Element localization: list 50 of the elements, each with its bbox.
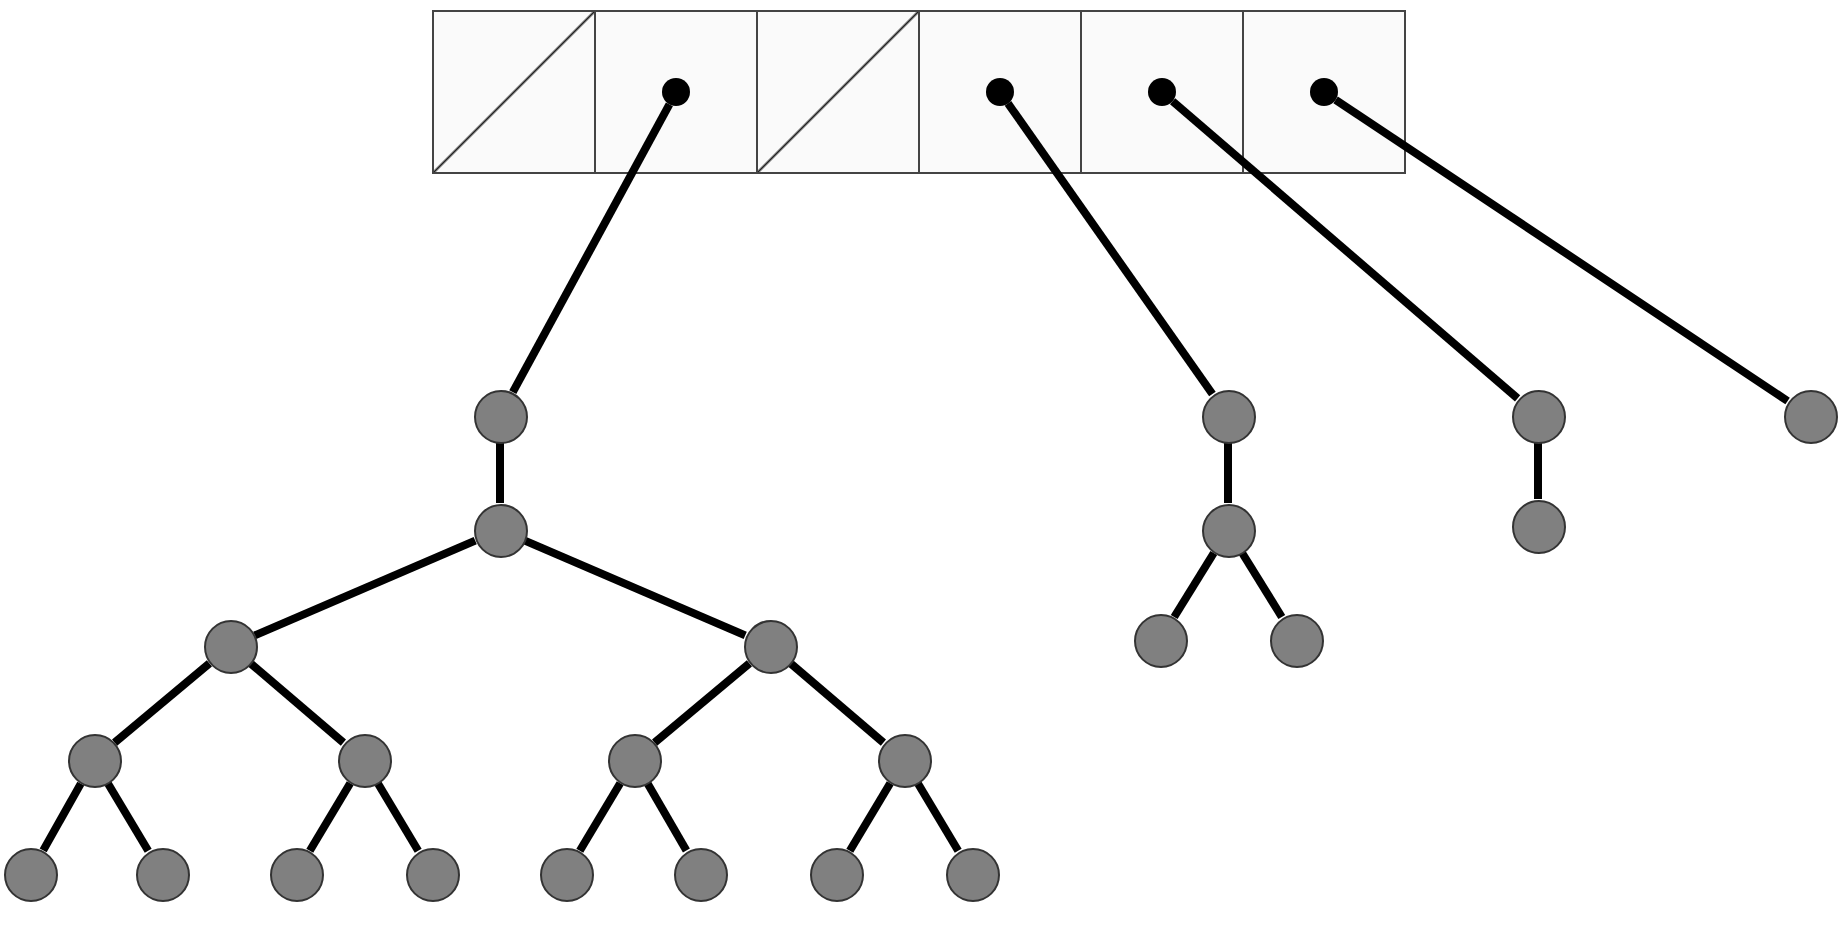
tree-node <box>743 619 797 673</box>
tree-node <box>1269 613 1323 667</box>
tree-node <box>673 847 727 901</box>
tree-edge <box>104 781 152 853</box>
tree-edge <box>253 536 477 640</box>
tree-node <box>607 733 661 787</box>
pointer-dot <box>1147 77 1175 105</box>
tree-edge <box>1238 550 1286 620</box>
tree-node <box>1783 389 1837 443</box>
tree-edge <box>644 781 690 853</box>
tree-node <box>405 847 459 901</box>
tree-edge <box>1534 443 1542 499</box>
array-slot <box>1080 10 1244 174</box>
tree-node <box>1201 503 1255 557</box>
tree-node <box>135 847 189 901</box>
tree-node <box>1511 499 1565 553</box>
tree-node <box>877 733 931 787</box>
tree-node <box>337 733 391 787</box>
tree-edge <box>39 781 85 853</box>
array-slot <box>1242 10 1406 174</box>
tree-edge <box>306 781 354 853</box>
tree-edge <box>1170 550 1218 620</box>
tree-node <box>269 847 323 901</box>
tree-node <box>473 389 527 443</box>
tree-node <box>67 733 121 787</box>
tree-edge <box>914 781 962 853</box>
tree-node <box>945 847 999 901</box>
tree-node <box>1133 613 1187 667</box>
tree-node <box>809 847 863 901</box>
tree-edge <box>788 660 886 746</box>
pointer-dot <box>1309 77 1337 105</box>
tree-node <box>539 847 593 901</box>
tree-edge <box>374 781 422 853</box>
tree-node <box>1201 389 1255 443</box>
pointer-dot <box>985 77 1013 105</box>
tree-node <box>3 847 57 901</box>
pointer-dot <box>661 77 689 105</box>
tree-edge <box>1224 443 1232 503</box>
tree-edge <box>523 536 747 640</box>
tree-node <box>473 503 527 557</box>
tree-edge <box>576 781 624 853</box>
tree-node <box>1511 389 1565 443</box>
tree-edge <box>112 660 212 746</box>
tree-edge <box>248 660 346 746</box>
tree-edge <box>496 443 504 503</box>
array-slot <box>594 10 758 174</box>
tree-edge <box>652 660 752 746</box>
tree-edge <box>846 781 894 853</box>
tree-node <box>203 619 257 673</box>
array-slot <box>918 10 1082 174</box>
